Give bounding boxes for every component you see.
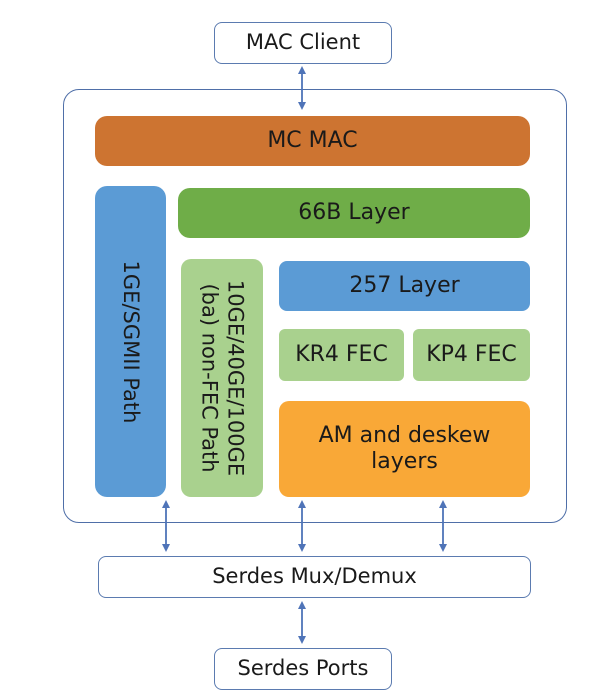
mc-mac-label: MC MAC [267,127,358,153]
nonfec-path-label: 10GE/40GE/100GE (ba) non-FEC Path [197,279,248,477]
am-deskew-block: AM and deskew layers [279,401,530,497]
layer-66b-label: 66B Layer [298,199,410,225]
layer-66b-block: 66B Layer [178,188,530,238]
serdes-mux-box: Serdes Mux/Demux [98,556,531,598]
nonfec-path-block: 10GE/40GE/100GE (ba) non-FEC Path [181,259,263,497]
am-deskew-label: AM and deskew layers [318,422,491,474]
kr4-fec-label: KR4 FEC [295,341,388,367]
kr4-fec-block: KR4 FEC [279,329,404,381]
mc-mac-block: MC MAC [95,116,530,166]
mac-client-label: MAC Client [245,30,361,55]
serdes-mux-label: Serdes Mux/Demux [212,564,417,589]
layer-257-block: 257 Layer [279,261,530,311]
serdes-ports-box: Serdes Ports [214,648,392,690]
kp4-fec-block: KP4 FEC [413,329,530,381]
kp4-fec-label: KP4 FEC [426,341,517,367]
mac-client-box: MAC Client [214,22,392,64]
sgmii-path-block: 1GE/SGMII Path [95,186,166,497]
serdes-ports-label: Serdes Ports [237,656,369,681]
sgmii-path-label: 1GE/SGMII Path [118,260,143,423]
layer-257-label: 257 Layer [349,272,460,298]
